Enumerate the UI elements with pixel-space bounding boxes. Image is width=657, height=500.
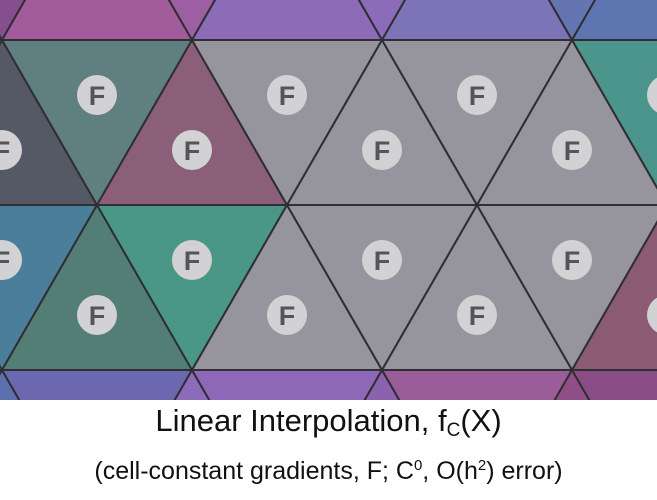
badge-label: F (0, 136, 10, 166)
subtitle-part1: (cell-constant gradients, F; C (94, 457, 414, 485)
badge-circle (647, 297, 657, 333)
gradient-badge: F (362, 130, 402, 170)
badge-label: F (374, 246, 391, 276)
mesh-cell (1, 0, 193, 41)
badge-label: F (469, 301, 486, 331)
mesh-cell (1, 369, 193, 400)
mesh-cell (571, 39, 657, 190)
title-prefix: Linear Interpolation, f (155, 403, 447, 438)
subtitle-sup2: 2 (477, 457, 487, 474)
mesh-cell (173, 369, 211, 400)
figure-subtitle: (cell-constant gradients, F; C0, O(h2) e… (0, 450, 657, 487)
badge-circle (77, 75, 117, 115)
badge-label: F (279, 81, 296, 111)
subtitle-part3: ) error) (486, 457, 563, 485)
gradient-badge: F (552, 240, 592, 280)
gradient-badge: F (172, 130, 212, 170)
badge-circle (77, 295, 117, 335)
gradient-badge: F (77, 295, 117, 335)
badge-circle (267, 295, 307, 335)
badge-label: F (469, 81, 486, 111)
badge-label: F (0, 246, 10, 276)
mesh-cell (363, 369, 401, 400)
badge-circle (0, 130, 22, 170)
mesh-cell (571, 220, 657, 371)
subtitle-sup1: 0 (413, 457, 423, 474)
mesh-cell (191, 0, 383, 41)
gradient-badge: F (267, 295, 307, 335)
gradient-badge: F (552, 130, 592, 170)
badge-circle (552, 240, 592, 280)
badge-circle (457, 295, 497, 335)
title-suffix: (X) (460, 403, 502, 438)
gradient-badge: F (647, 297, 657, 333)
badge-label: F (89, 301, 106, 331)
mesh-cell (571, 369, 657, 400)
badge-label: F (89, 81, 106, 111)
figure-title: Linear Interpolation, fC(X) (0, 402, 657, 450)
gradient-badge: F (172, 240, 212, 280)
triangle-mesh: F F F F F F F F F F F F F F F F (0, 0, 657, 400)
badge-label: F (184, 136, 201, 166)
badge-circle (362, 240, 402, 280)
title-subscript: C (446, 420, 461, 441)
badge-label: F (279, 301, 296, 331)
gradient-badge: F (362, 240, 402, 280)
badge-circle (0, 240, 22, 280)
badge-circle (552, 130, 592, 170)
badge-label: F (564, 136, 581, 166)
badge-circle (172, 240, 212, 280)
mesh-cell (381, 0, 573, 41)
badge-circle (267, 75, 307, 115)
badge-circle (172, 130, 212, 170)
gradient-badges: F F F F F F F F F F F F F F F F (0, 75, 657, 335)
mesh-cells (0, 0, 657, 400)
badge-circle (647, 77, 657, 113)
gradient-badge: F (457, 75, 497, 115)
badge-circle (362, 130, 402, 170)
gradient-badge: F (77, 75, 117, 115)
gradient-badge: F (457, 295, 497, 335)
mesh-cell (381, 369, 573, 400)
mesh-cell (571, 0, 657, 41)
gradient-badge: F (0, 240, 22, 280)
gradient-badge: F (647, 77, 657, 113)
badge-label: F (374, 136, 391, 166)
gradient-badge: F (0, 130, 22, 170)
mesh-cell (191, 369, 383, 400)
badge-label: F (564, 246, 581, 276)
badge-circle (457, 75, 497, 115)
mesh-cell (553, 369, 591, 400)
subtitle-part2: , O(h (422, 457, 478, 485)
badge-label: F (184, 246, 201, 276)
gradient-badge: F (267, 75, 307, 115)
